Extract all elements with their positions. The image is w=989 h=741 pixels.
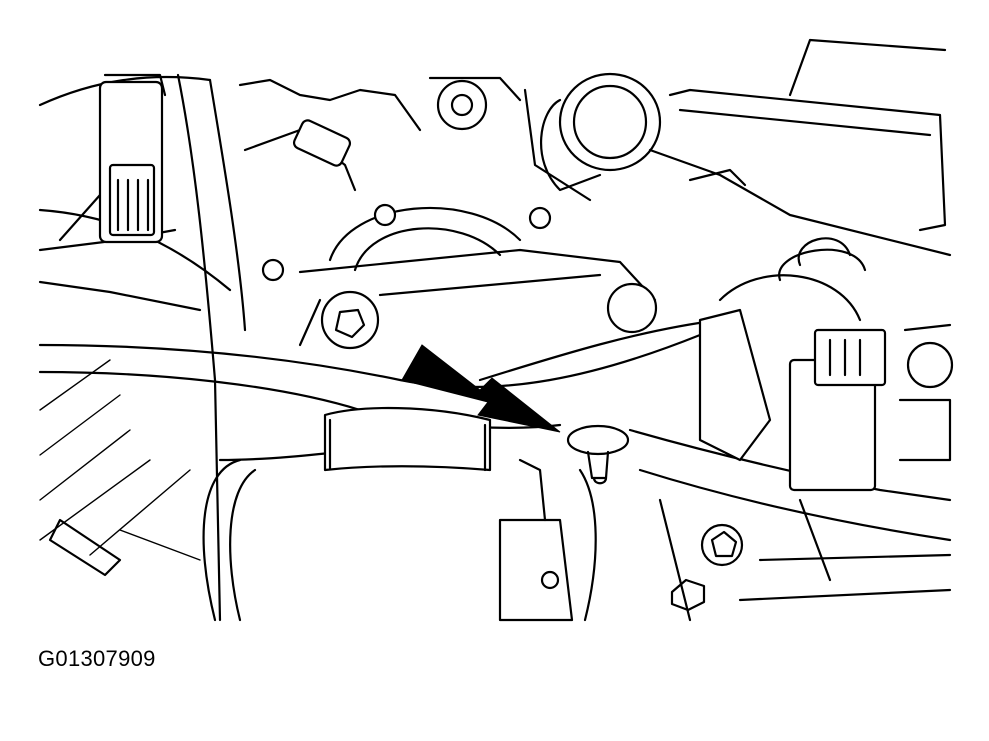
- figure-id-caption: G01307909: [38, 646, 156, 671]
- coolant-hose-outlet: [558, 72, 662, 172]
- engine-linework: [38, 38, 954, 622]
- pointer-arrow: [401, 344, 561, 433]
- sensor-clip: [566, 424, 630, 456]
- bolt-right-mid: [606, 282, 658, 334]
- lower-bracket: [498, 518, 574, 622]
- nut-lower: [670, 578, 706, 612]
